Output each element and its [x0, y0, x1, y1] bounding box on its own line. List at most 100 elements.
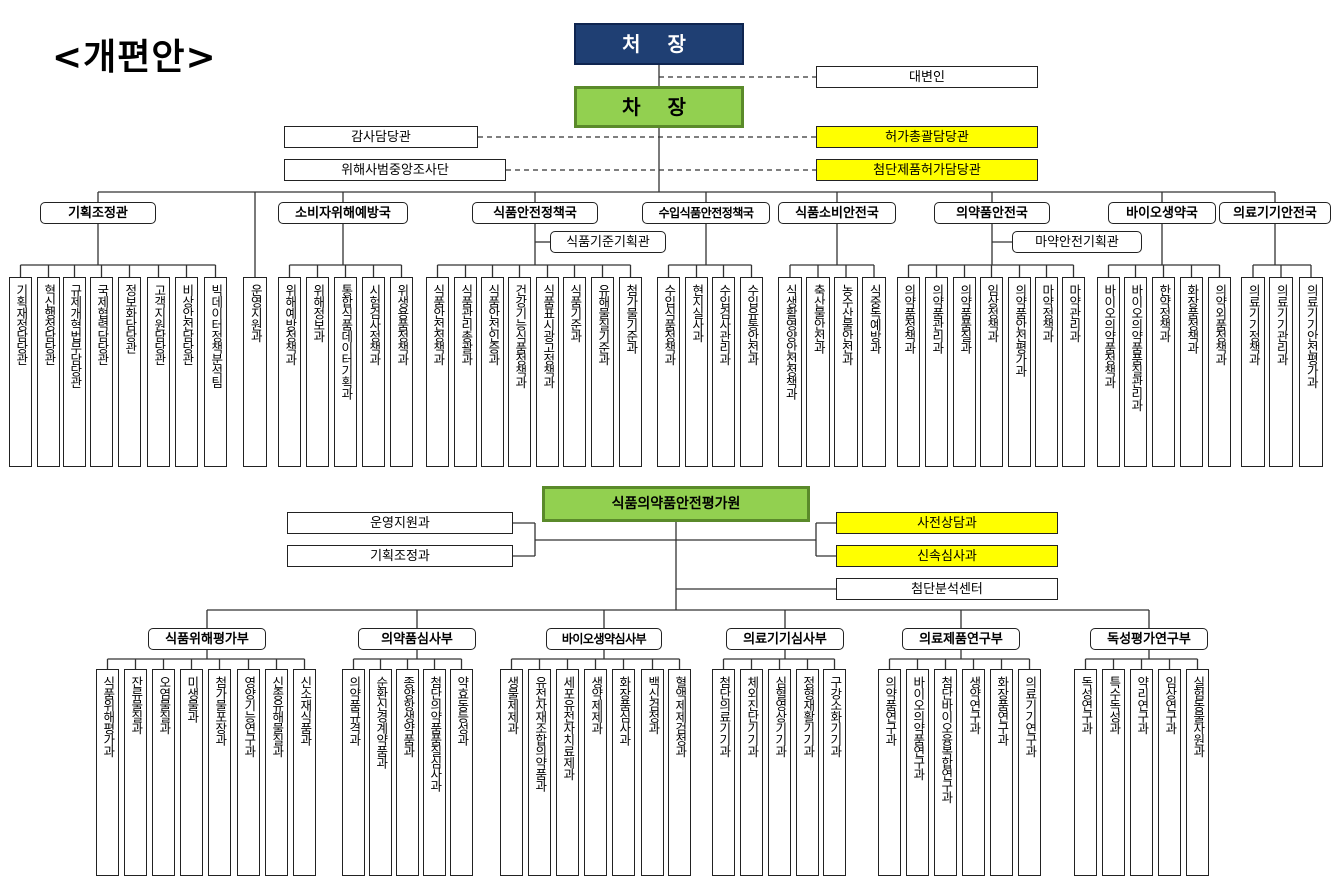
division-box: 실험동물자원과: [1186, 669, 1209, 876]
division-box: 건강기능식품정책과: [508, 277, 531, 467]
division-label: 정형재활기기과: [800, 676, 816, 757]
division-box: 첨단바이오융복합연구과: [934, 669, 957, 876]
division-label: 건강기능식품정책과: [512, 284, 528, 388]
advanced-approval-box: 첨단제품허가담당관: [816, 159, 1038, 181]
division-box: 기획재정담당관: [9, 277, 32, 467]
division-box: 식품안전정책과: [426, 277, 449, 467]
division-label: 구강소화기기과: [827, 676, 843, 757]
division-label: 종양항생약품과: [400, 676, 416, 757]
division-box: 화장품심사과: [612, 669, 635, 876]
institute-box: 식품의약품안전평가원: [542, 486, 810, 522]
bureau-imported-food: 수입식품안전정책국: [642, 202, 770, 224]
division-box: 미생물과: [180, 669, 203, 876]
institute-planning: 기획조정과: [287, 545, 513, 567]
division-label: 의료기기안전평가과: [1304, 284, 1320, 388]
institute-fast-review: 신속심사과: [836, 545, 1058, 567]
division-label: 생약제제과: [588, 676, 604, 734]
dept-drug-review: 의약품심사부: [358, 628, 476, 650]
division-label: 세포유전자치료제과: [560, 676, 576, 780]
division-box: 의약품연구과: [878, 669, 901, 876]
division-label: 유전자재조합의약품과: [532, 676, 548, 791]
division-box: 구강소화기기과: [823, 669, 846, 876]
bureau-drug-safety: 의약품안전국: [934, 202, 1050, 224]
institute-pre-consultation: 사전상담과: [836, 512, 1058, 534]
division-box: 식품안전인증과: [481, 277, 504, 467]
division-box: 위해정보과: [306, 277, 329, 467]
division-label: 통합식품데이터기획과: [338, 284, 354, 399]
division-box: 백신검정과: [641, 669, 664, 876]
bureau-planning: 기획조정관: [40, 202, 156, 224]
division-box: 의료기기관리과: [1269, 277, 1293, 467]
division-box: 화장품연구과: [990, 669, 1013, 876]
division-box: 혈액제제검정과: [668, 669, 691, 876]
institute-admin-support: 운영지원과: [287, 512, 513, 534]
division-box: 순환신경계약품과: [369, 669, 392, 876]
division-label: 바이오의약품정책과: [1101, 284, 1117, 388]
division-label: 농수산물안전과: [839, 284, 855, 365]
division-box: 식품관리총괄과: [454, 277, 477, 467]
division-label: 실험동물자원과: [1190, 676, 1206, 757]
division-box: 유해물질기준과: [591, 277, 614, 467]
division-label: 식품관리총괄과: [458, 284, 474, 365]
dept-toxicology-research: 독성평가연구부: [1090, 628, 1208, 650]
division-box: 의약품품질과: [953, 277, 976, 467]
division-box: 고객지원담당관: [147, 277, 170, 467]
division-box: 규제개혁법무담당관: [63, 277, 86, 467]
division-label: 백신검정과: [645, 676, 661, 734]
division-label: 혈액제제검정과: [672, 676, 688, 757]
bureau-food-safety-policy: 식품안전정책국: [472, 202, 598, 224]
division-label: 비상안전담당관: [179, 284, 195, 365]
division-box: 특수독성과: [1102, 669, 1125, 876]
division-label: 식품기준과: [567, 284, 583, 342]
division-label: 신종유해물질과: [269, 676, 285, 757]
division-label: 마약정책과: [1039, 284, 1055, 342]
division-box: 종양항생약품과: [396, 669, 419, 876]
division-box: 첨가물기준과: [619, 277, 642, 467]
division-label: 생물제제과: [504, 676, 520, 734]
division-box: 신소재식품과: [293, 669, 316, 876]
division-label: 축산물안전과: [811, 284, 827, 353]
division-label: 독성연구과: [1078, 676, 1094, 734]
division-label: 첨단의약품품질심사과: [427, 676, 443, 791]
division-box: 첨단의약품품질심사과: [423, 669, 446, 876]
division-label: 정보화담당관: [122, 284, 138, 353]
division-box: 정보화담당관: [118, 277, 141, 467]
division-label: 한약정책과: [1156, 284, 1172, 342]
dept-bio-herbal-review: 바이오생약심사부: [546, 628, 662, 650]
spokesperson-box: 대변인: [816, 66, 1038, 88]
division-label: 바이오의약품품질관리과: [1128, 284, 1144, 411]
division-label: 심혈영상기기과: [772, 676, 788, 757]
division-box: 의약품관리과: [925, 277, 948, 467]
division-box: 잔류물질과: [124, 669, 147, 876]
division-label: 수입검사관리과: [716, 284, 732, 365]
division-box: 정형재활기기과: [796, 669, 819, 876]
bureau-medical-device: 의료기기안전국: [1219, 202, 1331, 224]
division-label: 의약품품질과: [957, 284, 973, 353]
division-box: 수입식품정책과: [657, 277, 680, 467]
division-label: 빅데이터정책분석팀: [208, 284, 224, 388]
division-label: 식품안전인증과: [485, 284, 501, 365]
approval-chief-box: 허가총괄담당관: [816, 126, 1038, 148]
division-label: 현지실사과: [689, 284, 705, 342]
dept-medical-product-research: 의료제품연구부: [902, 628, 1020, 650]
division-label: 국제협력담당관: [94, 284, 110, 365]
division-label: 규제개혁법무담당관: [67, 284, 83, 388]
division-box: 식품위해평가과: [96, 669, 119, 876]
division-label: 운영지원과: [248, 284, 264, 342]
division-box: 비상안전담당관: [175, 277, 198, 467]
division-label: 의료기기관리과: [1274, 284, 1290, 365]
division-label: 의약품정책과: [901, 284, 917, 353]
division-label: 고객지원담당관: [151, 284, 167, 365]
division-label: 기획재정담당관: [13, 284, 29, 365]
division-box: 빅데이터정책분석팀: [204, 277, 227, 467]
dept-device-review: 의료기기심사부: [726, 628, 844, 650]
division-label: 첨가물기준과: [623, 284, 639, 353]
division-label: 식중독예방과: [867, 284, 883, 353]
division-label: 화장품정책과: [1184, 284, 1200, 353]
division-label: 신소재식품과: [297, 676, 313, 745]
division-box: 첨단의료기기과: [712, 669, 735, 876]
division-label: 임상연구과: [1162, 676, 1178, 734]
division-label: 생약연구과: [966, 676, 982, 734]
division-label: 특수독성과: [1106, 676, 1122, 734]
